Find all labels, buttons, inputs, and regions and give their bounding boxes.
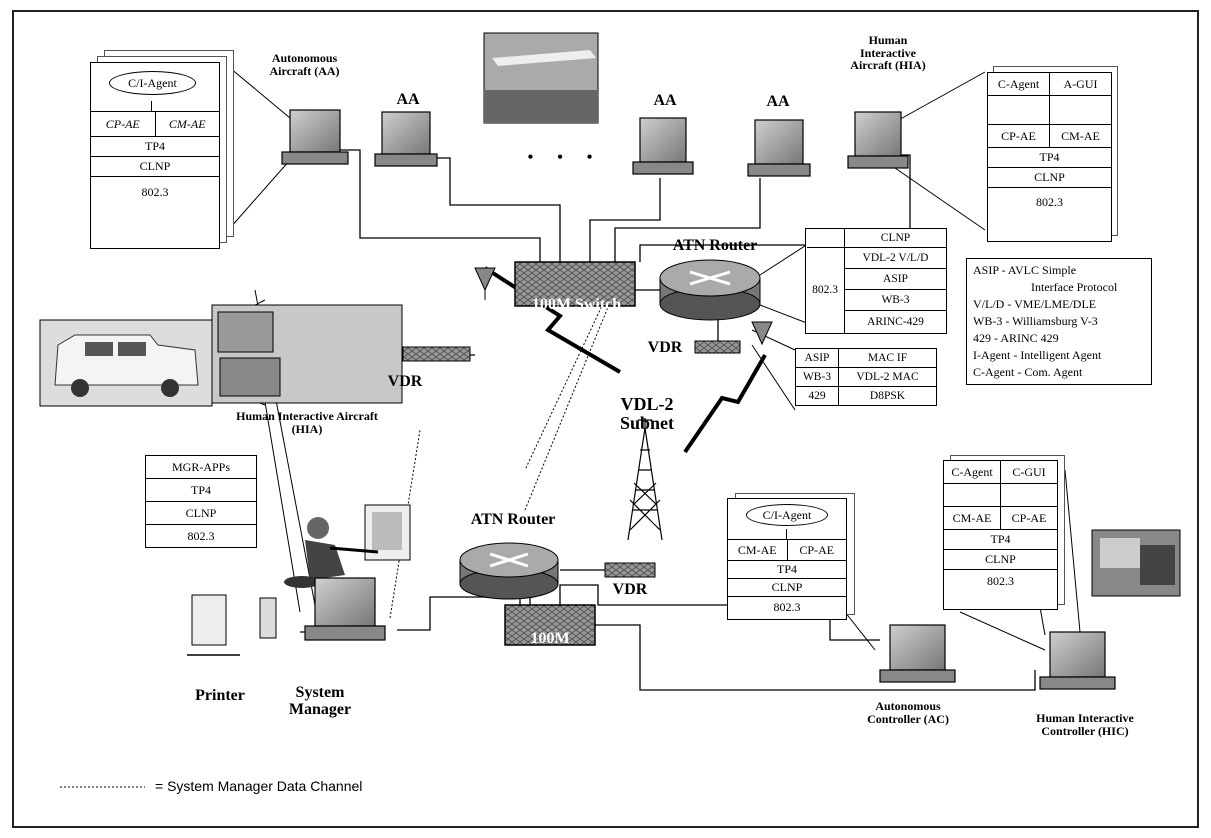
aa-label-3: AA (766, 93, 790, 110)
vdr-429: 429 (808, 390, 826, 402)
ac-cp-ae: CP-AE (786, 540, 847, 560)
aa-label-2: AA (653, 92, 677, 109)
ac-clnp: CLNP (728, 578, 846, 596)
router-clnp: CLNP (807, 229, 946, 248)
router-protocol-table: 802.3 CLNP VDL-2 V/L/D ASIP WB-3 ARINC-4… (805, 228, 947, 334)
aa-protocol-stack: C/I-Agent CP-AE CM-AE TP4 CLNP 802.3 (90, 62, 220, 249)
abbr-line-5: 429 - ARINC 429 (973, 331, 1059, 345)
hic-cp-ae: CP-AE (1000, 507, 1057, 529)
vdl2-subnet-label: VDL-2 Subnet (619, 394, 675, 433)
router-bottom-icon (459, 542, 559, 600)
vdr-bottom-label: VDR (612, 581, 648, 598)
switch-bottom-label: 100M Switch (526, 630, 574, 664)
abbr-line-2: Interface Protocol (1031, 280, 1118, 294)
abbr-line-7: C-Agent - Com. Agent (973, 365, 1083, 379)
aa-802: 802.3 (91, 176, 219, 207)
hic-clnp: CLNP (944, 549, 1057, 569)
system-manager-label: System Manager (288, 684, 352, 718)
hic-c-agent: C-Agent (951, 465, 993, 479)
vdr-protocol-table: ASIP MAC IF WB-3 VDL-2 MAC 429 D8PSK (795, 348, 937, 406)
wireless-link-right (683, 354, 767, 454)
ac-protocol-stack: C/I-Agent CM-AE CP-AE TP4 CLNP 802.3 (727, 498, 847, 620)
router-vdl: VDL-2 V/L/D (845, 248, 946, 269)
ac-tp4: TP4 (728, 560, 846, 578)
aa-cp-ae: CP-AE (105, 117, 140, 131)
human-interactive-aircraft-label-top: Human Interactive Aircraft (HIA) (850, 33, 926, 73)
abbr-line-3: V/L/D - VME/LME/DLE (973, 297, 1097, 311)
aa-cm-ae: CM-AE (154, 112, 220, 136)
router-arinc: ARINC-429 (867, 316, 924, 328)
legend-text: = System Manager Data Channel (155, 778, 363, 794)
vdr-bottom-device (604, 562, 656, 578)
vdr-vdl-mac: VDL-2 MAC (838, 368, 936, 386)
hic-802: 802.3 (944, 569, 1057, 592)
abbr-line-6: I-Agent - Intelligent Agent (973, 348, 1102, 362)
airplane-photo (483, 32, 599, 124)
antenna-right-icon (751, 321, 773, 346)
hic-c-gui: C-GUI (1000, 461, 1057, 483)
hia-tp4: TP4 (988, 147, 1111, 167)
atn-router-top-label: ATN Router (672, 237, 758, 254)
mgr-clnp: CLNP (146, 501, 256, 524)
hic-protocol-stack: C-Agent C-GUI CM-AE CP-AE TP4 CLNP 802.3 (943, 460, 1058, 610)
radio-tower-icon (627, 418, 663, 541)
antenna-left-icon (474, 267, 496, 292)
hia-protocol-stack: C-Agent A-GUI CP-AE CM-AE TP4 CLNP 802.3 (987, 72, 1112, 242)
aa-agent-oval: C/I-Agent (109, 71, 196, 95)
vdr-mac-if: MAC IF (838, 349, 936, 367)
network-links (300, 149, 1036, 691)
printer-icon (187, 594, 277, 656)
ellipsis-label: • • • (527, 149, 603, 166)
ac-cm-ae: CM-AE (737, 543, 777, 557)
operator-illustration (284, 504, 411, 588)
abbr-line-1: ASIP - AVLC Simple (973, 263, 1077, 277)
vdr-left-device (402, 346, 471, 362)
autonomous-aircraft-label: Autonomous Aircraft (AA) (269, 51, 340, 78)
diagram-frame (12, 10, 1199, 828)
hia-cm-ae: CM-AE (1049, 125, 1111, 147)
vdr-wb3: WB-3 (802, 371, 832, 383)
router-asip: ASIP (845, 269, 946, 290)
vdr-d8psk: D8PSK (838, 387, 936, 405)
manager-protocol-stack: MGR-APPs TP4 CLNP 802.3 (145, 455, 257, 548)
vdr-top-label: VDR (647, 339, 683, 356)
human-interactive-aircraft-label-left: Human Interactive Aircraft (HIA) (236, 409, 378, 436)
mgr-apps: MGR-APPs (171, 460, 231, 474)
mgr-tp4: TP4 (146, 478, 256, 501)
vdr-asip: ASIP (804, 352, 830, 364)
ac-agent-oval: C/I-Agent (746, 504, 828, 526)
vdr-left-label: VDR (387, 373, 423, 390)
aa-label-1: AA (396, 91, 420, 108)
router-802: 802.3 (812, 284, 838, 296)
hia-cp-ae: CP-AE (1001, 129, 1036, 143)
abbreviation-legend: ASIP - AVLC Simple Interface Protocol V/… (966, 258, 1152, 385)
hia-a-gui: A-GUI (1049, 73, 1111, 95)
management-links (389, 277, 616, 619)
hic-cm-ae: CM-AE (952, 511, 992, 525)
router-wb3: WB-3 (845, 290, 946, 311)
vdr-top-device (694, 340, 741, 354)
ac-802: 802.3 (728, 596, 846, 617)
printer-label: Printer (195, 687, 245, 704)
hia-c-agent: C-Agent (997, 77, 1040, 91)
aa-tp4: TP4 (91, 136, 219, 156)
switch-top-label: 100M Switch (531, 296, 622, 313)
switch-top-device (514, 261, 636, 307)
abbr-line-4: WB-3 - Williamsburg V-3 (973, 314, 1098, 328)
atn-router-bottom-label: ATN Router (470, 511, 556, 528)
aa-clnp: CLNP (91, 156, 219, 176)
van-photo (39, 319, 213, 407)
router-top-icon (659, 259, 761, 321)
human-interactive-controller-label: Human Interactive Controller (HIC) (1036, 711, 1134, 738)
controller-photo (1091, 529, 1181, 597)
autonomous-controller-label: Autonomous Controller (AC) (867, 699, 949, 726)
workstations (281, 109, 1116, 690)
switch-bottom-device (504, 604, 596, 646)
hia-clnp: CLNP (988, 167, 1111, 187)
hic-tp4: TP4 (944, 529, 1057, 549)
hia-802: 802.3 (988, 187, 1111, 216)
mgr-802: 802.3 (146, 524, 256, 547)
